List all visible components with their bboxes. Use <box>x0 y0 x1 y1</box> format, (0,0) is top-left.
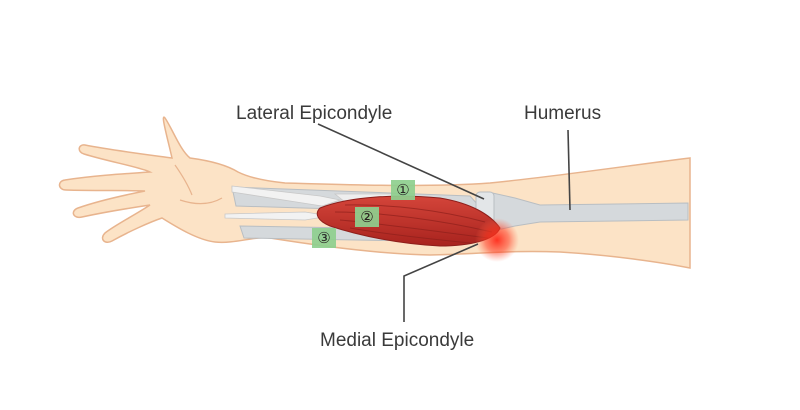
tendon-1 <box>231 185 342 207</box>
humerus-leader <box>567 129 571 211</box>
tendon-2 <box>224 211 331 221</box>
lateral-epicondyle-leader <box>317 123 485 200</box>
inflammation-spot <box>475 218 519 262</box>
medial-epicondyle-leader <box>403 243 479 322</box>
marker-3: ③ <box>312 228 336 248</box>
marker-2: ② <box>355 207 379 227</box>
marker-1: ① <box>391 180 415 200</box>
medial-epicondyle-label: Medial Epicondyle <box>320 330 475 351</box>
lateral-epicondyle-label: Lateral Epicondyle <box>236 103 393 124</box>
thumb-crease <box>174 164 193 196</box>
humerus-label: Humerus <box>524 103 602 124</box>
palm-crease <box>179 197 223 205</box>
muscle-fibers <box>334 204 493 244</box>
